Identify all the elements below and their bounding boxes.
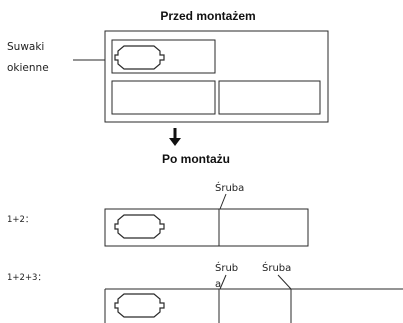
step-1-2-label: 1+2： <box>7 215 33 225</box>
assembly-1-2-frame <box>104 208 309 247</box>
slider-panel-3 <box>218 80 321 115</box>
handle-icon <box>114 214 165 239</box>
window-slider-label-line1: Suwaki <box>7 41 44 53</box>
frame-outer <box>104 30 329 123</box>
before-title: Przed montażem <box>160 9 255 23</box>
screw-label-1: Śruba <box>215 181 244 194</box>
window-slider-label-line2: okienne <box>7 62 49 74</box>
screw-label-3: Śruba <box>262 261 291 274</box>
slider-panel-1 <box>111 39 216 74</box>
after-title: Po montażu <box>162 152 230 166</box>
screw-pointer-1 <box>219 193 227 210</box>
slider-panel-2 <box>111 80 216 115</box>
handle-icon <box>114 45 165 70</box>
step-1-2-3-label: 1+2+3： <box>7 273 46 283</box>
screw-pointer-2 <box>219 274 227 290</box>
screw-label-2-line2: a <box>215 279 221 290</box>
screw-label-2-line1: Śrub <box>215 261 238 274</box>
down-arrow-icon <box>169 128 181 146</box>
screw-pointer-3 <box>277 274 292 290</box>
handle-icon <box>114 293 165 318</box>
